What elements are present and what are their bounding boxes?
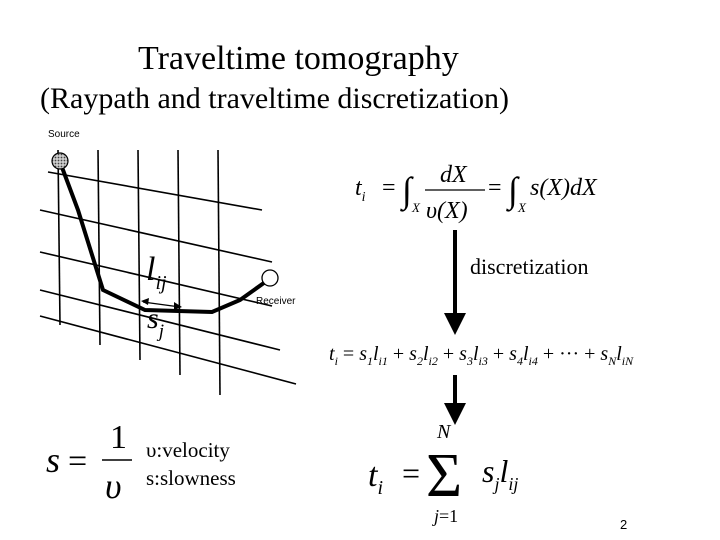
grid-line [97, 149, 101, 346]
discrete-sum-equation: ti = s1li1 + s2li2 + s3li3 + s4li4 + ···… [329, 343, 634, 368]
grid-line [177, 149, 181, 376]
grid-line [39, 315, 297, 385]
grid-line [217, 149, 221, 396]
arrow-head-down [444, 313, 466, 335]
svg-text:dX: dX [440, 162, 468, 188]
raypath [58, 161, 270, 315]
arrow-head-right [174, 302, 182, 310]
arrow-head-left [141, 298, 149, 305]
raypath-diagram: lij sj [39, 149, 297, 396]
svg-text:υ(X): υ(X) [426, 198, 468, 224]
source-label: Source [48, 129, 80, 140]
svg-text:j=1: j=1 [432, 506, 458, 526]
svg-text:X: X [411, 200, 421, 215]
svg-text:∫: ∫ [506, 170, 520, 212]
legend-velocity: υ:velocity [146, 438, 230, 462]
svg-text:ti: ti [368, 457, 383, 499]
svg-text:=: = [68, 443, 87, 480]
legend-slowness: s:slowness [146, 466, 236, 490]
grid-line [39, 209, 273, 263]
svg-text:s: s [46, 440, 60, 480]
integral-equation: ti = ∫ X dX υ(X) = ∫ X s(X)dX [355, 162, 598, 224]
arrow-head-down [444, 403, 466, 425]
svg-text:s(X)dX: s(X)dX [530, 175, 598, 201]
segment-label: lij [146, 251, 167, 294]
svg-text:=: = [382, 175, 396, 201]
svg-text:X: X [517, 200, 527, 215]
svg-text:υ: υ [105, 466, 122, 506]
grid-line [57, 149, 61, 326]
segment-arrow [142, 301, 181, 308]
page-number: 2 [620, 517, 628, 532]
svg-text:Σ: Σ [426, 442, 462, 510]
svg-text:ti = s1li1 + s2li2 + s3li3 + s: ti = s1li1 + s2li2 + s3li3 + s4li4 + ···… [329, 343, 634, 368]
source-marker [51, 152, 69, 170]
grid-line [39, 251, 273, 307]
svg-text:sjlij: sjlij [482, 453, 518, 494]
slowness-definition: s = 1 υ [46, 419, 132, 506]
svg-text:ti: ti [355, 175, 366, 205]
discretization-label: discretization [470, 254, 589, 279]
cell-label: sj [147, 302, 164, 342]
grid-line [39, 289, 281, 351]
compact-sum-equation: N ti = Σ j=1 sjlij [368, 421, 518, 526]
slide-subtitle: (Raypath and traveltime discretization) [40, 82, 509, 115]
grid-line [47, 171, 263, 211]
slide-title: Traveltime tomography [138, 40, 459, 77]
svg-text:1: 1 [110, 419, 127, 456]
svg-text:=: = [402, 455, 420, 491]
receiver-label: Receiver [256, 296, 296, 307]
flow-arrows [444, 230, 466, 425]
svg-text:N: N [436, 421, 452, 443]
receiver-marker [261, 269, 279, 287]
svg-text:=: = [488, 175, 502, 201]
grid-line [137, 149, 141, 361]
svg-text:∫: ∫ [400, 170, 414, 212]
